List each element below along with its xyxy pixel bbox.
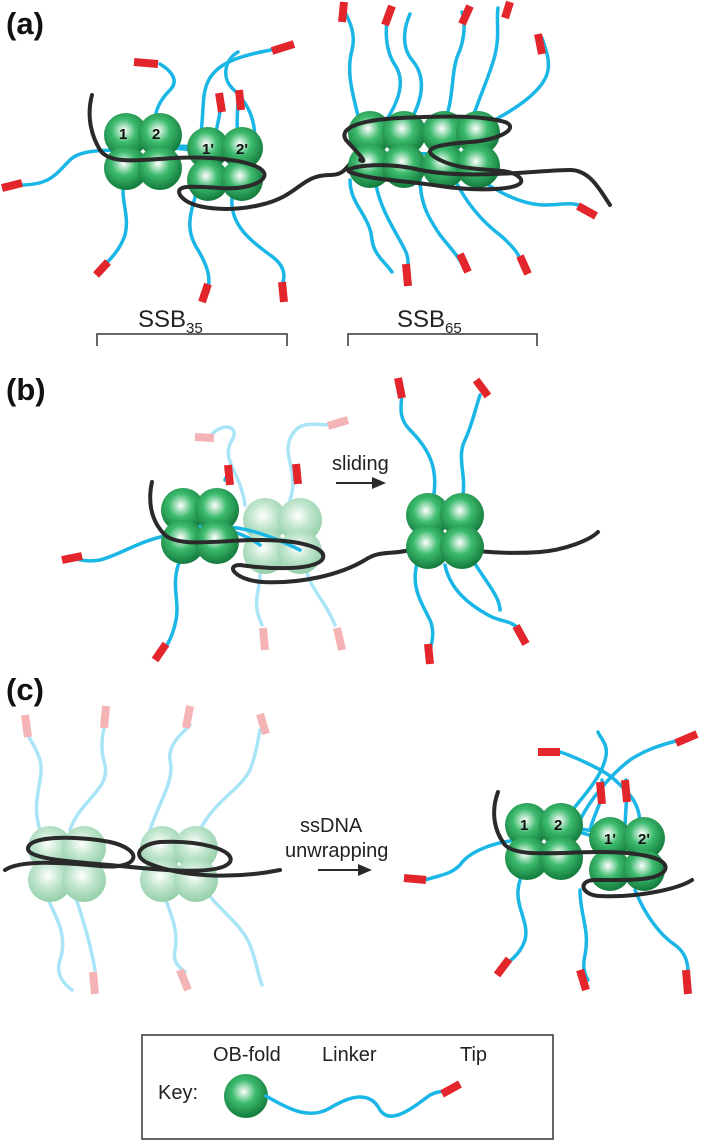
key-linker-icon xyxy=(264,1088,452,1118)
ob-fold xyxy=(539,836,583,880)
subunit-1prime-label: 1' xyxy=(202,141,214,158)
key-linker-label: Linker xyxy=(322,1044,377,1066)
unwrap-label-line2: unwrapping xyxy=(285,840,388,862)
ob-fold xyxy=(174,826,218,870)
ob-fold xyxy=(140,826,184,870)
ob-fold xyxy=(406,525,450,569)
key-tip-icon xyxy=(440,1080,462,1098)
ob-fold xyxy=(62,858,106,902)
key-ob-fold-label: OB-fold xyxy=(213,1044,281,1066)
subunit-1-label: 1 xyxy=(119,126,127,143)
ob-fold xyxy=(505,836,549,880)
ob-fold xyxy=(161,488,205,532)
ob-fold xyxy=(195,488,239,532)
ob-fold xyxy=(456,144,500,188)
subunit-2prime-label: 2' xyxy=(236,141,248,158)
panel-label-b: (b) xyxy=(6,372,46,407)
subunit-2-label: 2 xyxy=(152,126,160,143)
ob-fold xyxy=(440,493,484,537)
ob-fold xyxy=(278,498,322,542)
ob-fold xyxy=(138,146,182,190)
ob-fold xyxy=(406,493,450,537)
sliding-arrow-head xyxy=(372,477,386,489)
ob-fold xyxy=(539,803,583,847)
ssdna-strand-a xyxy=(87,93,362,211)
panel-label-c: (c) xyxy=(6,672,44,707)
ssb35-tetramer-b-right xyxy=(406,493,484,569)
panel-label-a: (a) xyxy=(6,6,44,41)
subunit-2prime-label-c: 2' xyxy=(638,831,650,848)
unwrap-label-line1: ssDNA xyxy=(300,815,363,837)
ssb35-tips-a xyxy=(1,40,296,304)
ob-fold xyxy=(505,803,549,847)
ssdna-strand-c-right xyxy=(492,790,694,899)
ssdna-strand-ssb65 xyxy=(342,114,612,207)
ob-fold xyxy=(187,159,229,201)
ob-fold xyxy=(623,817,665,859)
subunit-1prime-label-c: 1' xyxy=(604,831,616,848)
subunit-2-label-c: 2 xyxy=(554,817,562,834)
ob-fold xyxy=(382,111,426,155)
ob-fold xyxy=(174,858,218,902)
key-box xyxy=(141,1034,554,1140)
key-ob-fold-icon xyxy=(224,1074,268,1118)
key-title: Key: xyxy=(158,1082,198,1104)
ob-fold xyxy=(28,858,72,902)
ssb65-bracket xyxy=(347,333,538,346)
ssb65-faded-c xyxy=(21,705,270,995)
ob-fold xyxy=(138,113,182,157)
ssb35-tips-b-right xyxy=(394,377,530,665)
ssb35-tips-b xyxy=(61,463,302,663)
subunit-1-label-c: 1 xyxy=(520,817,528,834)
ob-fold xyxy=(221,159,263,201)
ob-fold xyxy=(104,113,148,157)
ssb35-bracket xyxy=(96,333,288,346)
ssdna-strand-c-left xyxy=(3,835,282,878)
ssb35-tips-c xyxy=(403,730,699,995)
ssb65-label: SSB65 xyxy=(397,306,462,337)
key-tip-label: Tip xyxy=(460,1044,487,1066)
ob-fold xyxy=(589,817,631,859)
unwrap-arrow-head xyxy=(358,864,372,876)
ssb65-tips-a xyxy=(338,0,598,287)
ssb35-label: SSB35 xyxy=(138,306,203,337)
ob-fold xyxy=(440,525,484,569)
sliding-label: sliding xyxy=(332,453,389,475)
